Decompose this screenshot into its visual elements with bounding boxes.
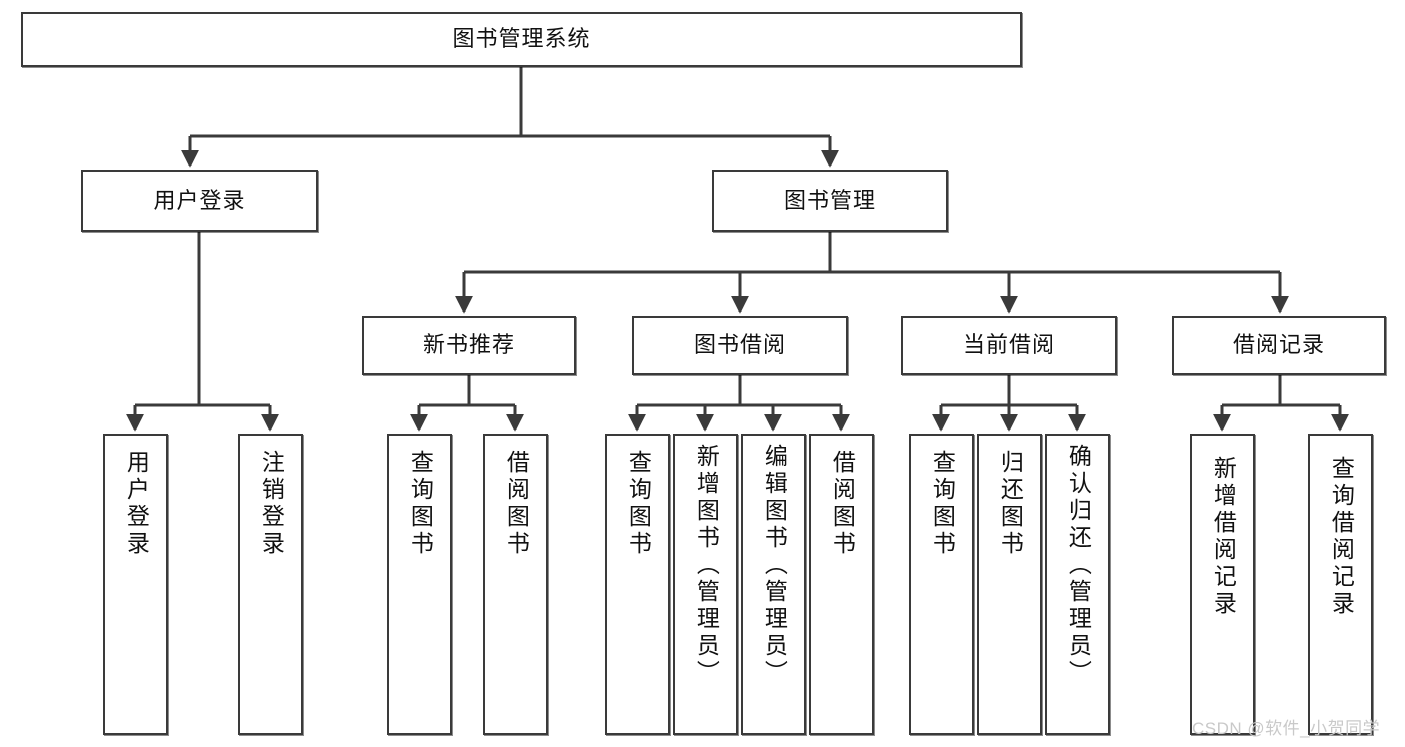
leaf-logout-label: 注销登录	[258, 450, 285, 558]
leaf-nb-query-book[interactable]: 查询图书	[387, 434, 452, 735]
leaf-bb-edit-book[interactable]: 编辑图书（管理员）	[741, 434, 806, 735]
leaf-cb-query-book-label: 查询图书	[929, 450, 956, 558]
leaf-bb-borrow-book[interactable]: 借阅图书	[809, 434, 874, 735]
node-book-borrow[interactable]: 图书借阅	[632, 316, 848, 375]
leaf-user-login[interactable]: 用户登录	[103, 434, 168, 735]
node-root-label: 图书管理系统	[452, 26, 591, 52]
leaf-bb-edit-book-label: 编辑图书（管理员）	[761, 444, 788, 687]
leaf-br-add-record-label: 新增借阅记录	[1210, 456, 1237, 618]
leaf-bb-add-book-label: 新增图书（管理员）	[693, 444, 720, 687]
node-user-login[interactable]: 用户登录	[81, 170, 318, 232]
leaf-bb-query-book-label: 查询图书	[625, 450, 652, 558]
node-book-management[interactable]: 图书管理	[712, 170, 948, 232]
node-root[interactable]: 图书管理系统	[21, 12, 1022, 67]
leaf-br-query-record[interactable]: 查询借阅记录	[1308, 434, 1373, 735]
leaf-bb-add-book[interactable]: 新增图书（管理员）	[673, 434, 738, 735]
node-current-borrow[interactable]: 当前借阅	[901, 316, 1117, 375]
leaf-nb-query-book-label: 查询图书	[407, 450, 434, 558]
leaf-bb-query-book[interactable]: 查询图书	[605, 434, 670, 735]
node-user-login-label: 用户登录	[153, 187, 246, 213]
leaf-bb-borrow-book-label: 借阅图书	[829, 450, 856, 558]
leaf-logout[interactable]: 注销登录	[238, 434, 303, 735]
node-book-management-label: 图书管理	[783, 187, 876, 213]
csdn-watermark: CSDN @软件_小贺同学	[1192, 719, 1381, 738]
leaf-user-login-label: 用户登录	[123, 450, 150, 558]
node-borrow-record[interactable]: 借阅记录	[1172, 316, 1386, 375]
leaf-cb-query-book[interactable]: 查询图书	[909, 434, 974, 735]
node-new-book-recommend[interactable]: 新书推荐	[362, 316, 576, 375]
leaf-nb-borrow-book-label: 借阅图书	[503, 450, 530, 558]
leaf-cb-confirm-return[interactable]: 确认归还（管理员）	[1045, 434, 1110, 735]
node-current-borrow-label: 当前借阅	[962, 332, 1055, 358]
leaf-br-add-record[interactable]: 新增借阅记录	[1190, 434, 1255, 735]
leaf-cb-return-book[interactable]: 归还图书	[977, 434, 1042, 735]
leaf-nb-borrow-book[interactable]: 借阅图书	[483, 434, 548, 735]
node-book-borrow-label: 图书借阅	[693, 332, 786, 358]
leaf-cb-confirm-return-label: 确认归还（管理员）	[1065, 444, 1092, 687]
node-new-book-recommend-label: 新书推荐	[422, 332, 515, 358]
leaf-cb-return-book-label: 归还图书	[997, 450, 1024, 558]
node-borrow-record-label: 借阅记录	[1232, 332, 1325, 358]
leaf-br-query-record-label: 查询借阅记录	[1328, 456, 1355, 618]
